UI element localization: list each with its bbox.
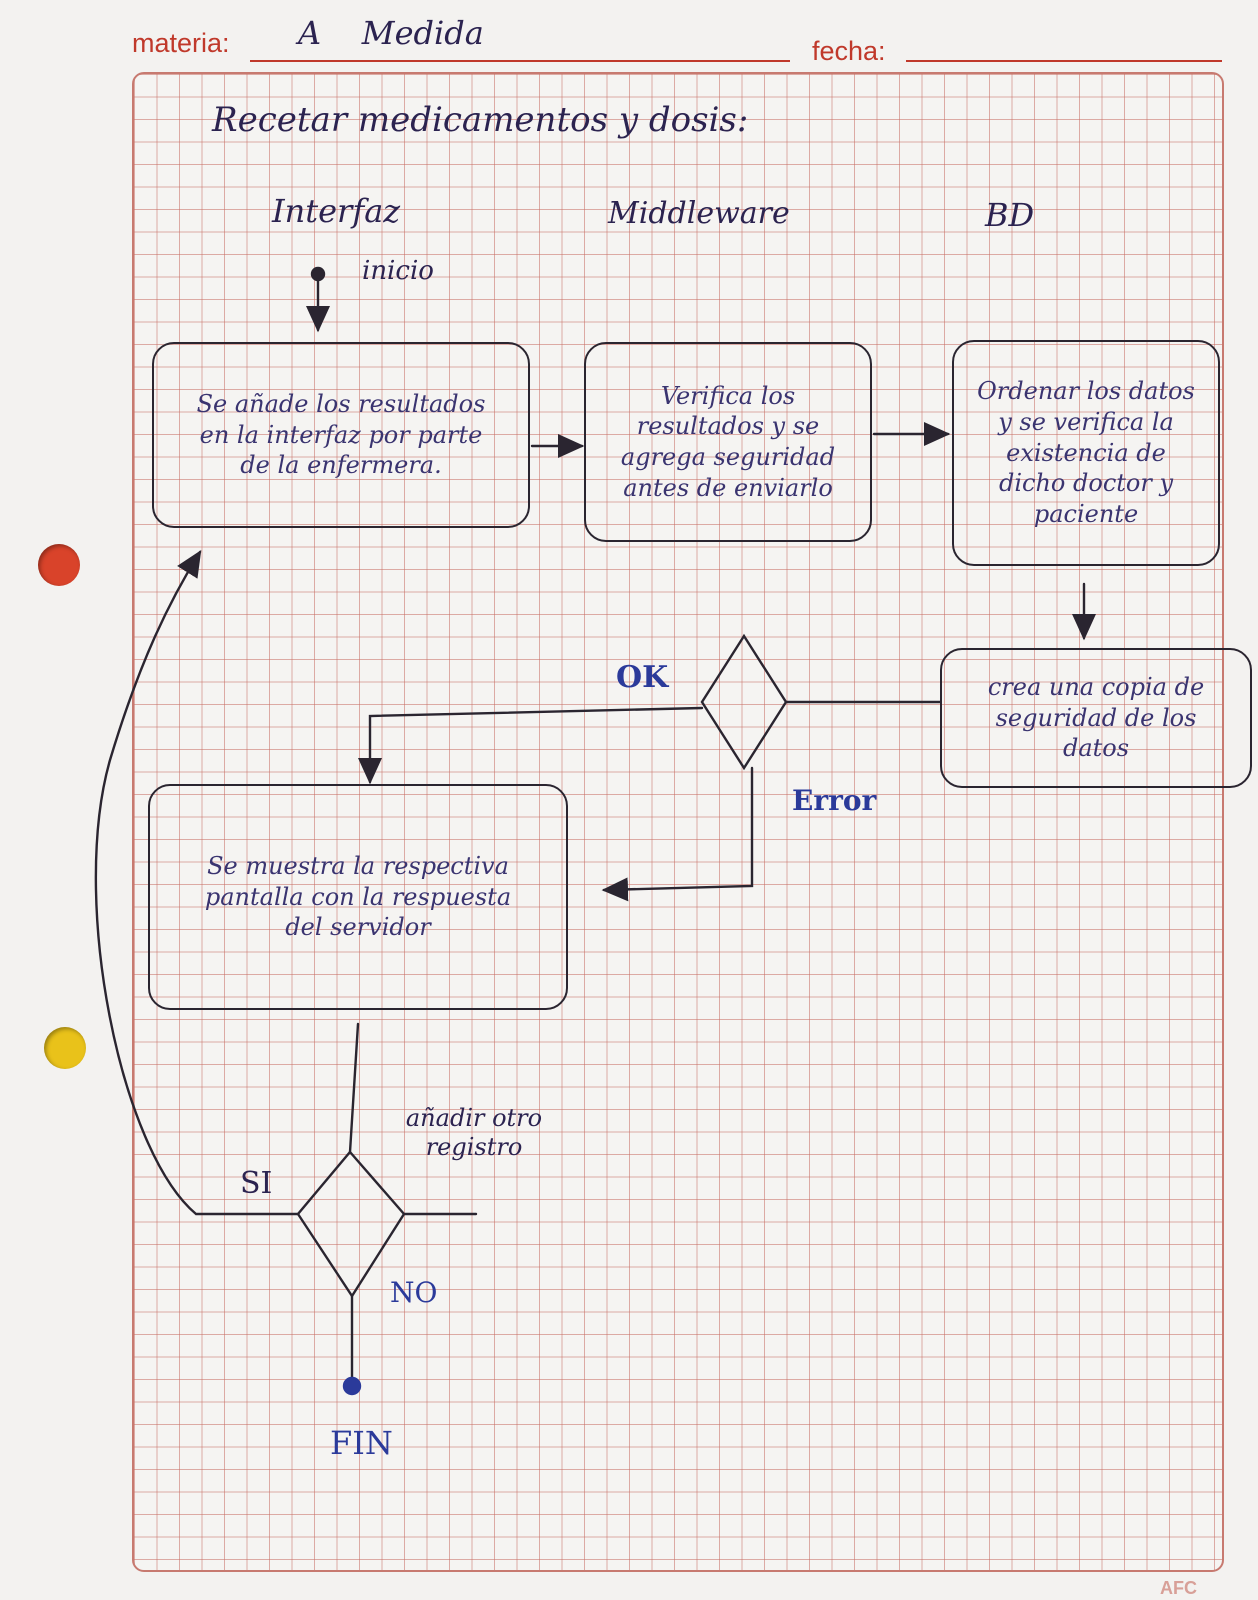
binder-hole-yellow [44,1027,86,1069]
end-node [342,1376,362,1396]
lane-interfaz: Interfaz [272,192,401,230]
diagram-title: Recetar medicamentos y dosis: [212,100,749,140]
node-backup: crea una copia de seguridad de los datos [940,648,1252,788]
fecha-underline [906,60,1222,62]
label-error: Error [792,784,877,817]
binder-hole-red [38,544,80,586]
fecha-label: fecha: [812,36,886,66]
start-node [310,266,326,282]
label-ok: OK [616,660,669,695]
materia-value: A Medida [298,14,484,52]
line-show-to-decision [348,1022,360,1154]
lane-middleware: Middleware [608,196,790,231]
node-add-results: Se añade los resultados en la interfaz p… [152,342,530,528]
materia-label: materia: [132,28,230,58]
label-yes: SI [240,1166,273,1201]
materia-underline [250,60,790,62]
label-add-another: añadir otro registro [405,1104,543,1161]
arrow-ok-to-show [358,706,704,785]
arrow-error-to-show [601,766,754,902]
lane-bd: BD [985,196,1035,234]
node-order-data: Ordenar los datos y se verifica la exist… [952,340,1220,566]
label-no: NO [390,1276,438,1309]
node-verify-results: Verifica los resultados y se agrega segu… [584,342,872,542]
arrow-si-loop [94,549,300,1216]
brand-mark: AFC [1160,1578,1197,1598]
decision-add-another [296,1150,406,1299]
node-show-screen: Se muestra la respectiva pantalla con la… [148,784,568,1010]
start-label: inicio [362,256,434,286]
decision-ok-error [700,633,788,771]
end-label: FIN [330,1424,393,1462]
